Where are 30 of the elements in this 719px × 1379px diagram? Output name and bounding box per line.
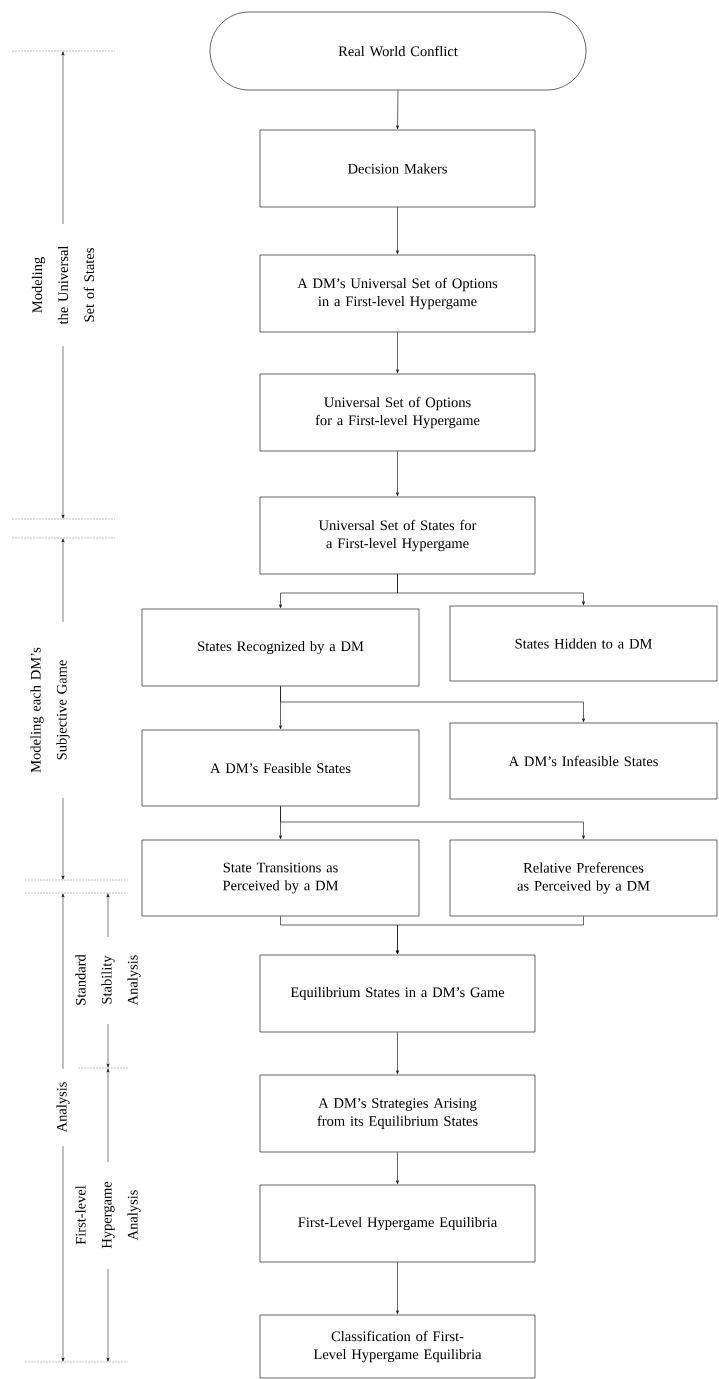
section-label: Standard Stability Analysis (75, 954, 141, 1006)
section-label: Modeling each DM’s Subjective Game (30, 647, 70, 773)
process-box: Universal Set of States for a First-level Hypergame (259, 496, 536, 575)
arrow (396, 1032, 399, 1075)
process-box: A DM’s Infeasible States (449, 722, 718, 800)
section-label: Analysis (56, 1082, 70, 1133)
process-box: Decision Makers (259, 129, 536, 208)
process-box: Classification of First-Level Hypergame Equilibria (259, 1314, 536, 1379)
process-box: First-Level Hypergame Equilibria (259, 1184, 536, 1263)
section-label: Modeling the Universal Set of States (31, 245, 95, 325)
process-box: Universal Set of Options for a First-level Hypergame (259, 373, 536, 452)
process-box: A DM’s Universal Set of Options in a First-level Hypergame (259, 254, 536, 333)
process-box: A DM’s Feasible States (141, 729, 420, 807)
arrow (396, 90, 399, 130)
process-box: States Hidden to a DM (449, 605, 718, 682)
process-box: Equilibrium States in a DM’s Game (259, 954, 536, 1033)
arrow (396, 916, 584, 955)
arrow (280, 806, 585, 840)
arrow (396, 1152, 399, 1185)
process-box: States Recognized by a DM (141, 608, 420, 687)
arrow (396, 207, 399, 255)
section-label: First-level Hypergame Analysis (75, 1181, 141, 1249)
process-box: Relative Preferences as Perceived by a DM (449, 839, 718, 917)
arrow (396, 1262, 399, 1315)
arrow (280, 686, 585, 723)
process-box: A DM’s Strategies Arising from its Equilibrium States (259, 1074, 536, 1153)
process-box: State Transitions as Perceived by a DM (141, 839, 420, 917)
arrow (396, 451, 399, 497)
arrow (396, 332, 399, 374)
arrow (397, 574, 585, 606)
